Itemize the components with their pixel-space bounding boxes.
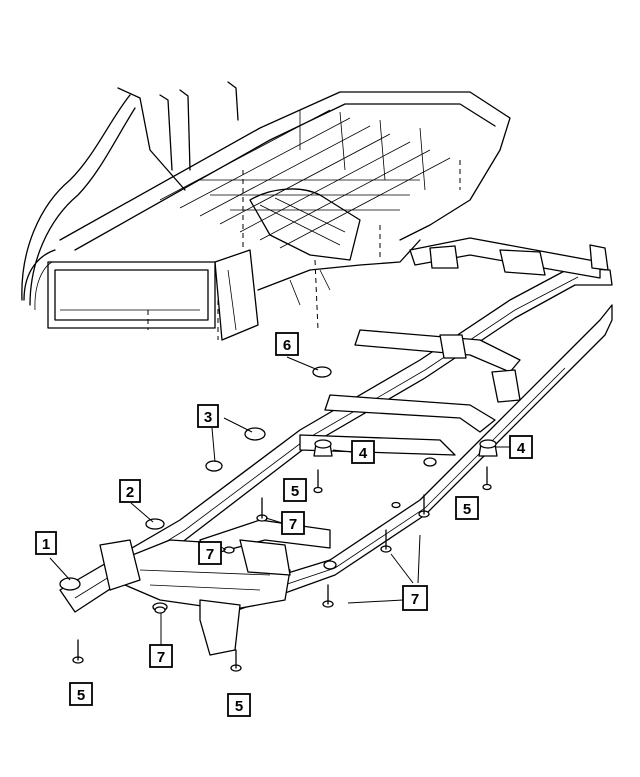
- leader-lines: [49, 356, 510, 646]
- callout-7d-label: 7: [411, 591, 419, 608]
- callout-3-label: 3: [204, 409, 212, 426]
- callout-5c: 5: [69, 682, 93, 706]
- callout-5c-label: 5: [77, 687, 85, 704]
- callout-3: 3: [197, 404, 219, 428]
- callout-7d: 7: [402, 585, 428, 611]
- callout-2-label: 2: [126, 484, 134, 501]
- callout-5d-label: 5: [235, 698, 243, 715]
- callout-4a-label: 4: [359, 445, 368, 462]
- callout-6: 6: [275, 332, 299, 356]
- vehicle-body-illustration: [21, 81, 511, 341]
- callout-5b: 5: [455, 496, 479, 520]
- frame-chassis-illustration: [59, 237, 613, 656]
- callout-7c-label: 7: [157, 649, 165, 666]
- callout-7c: 7: [149, 644, 173, 668]
- callout-5a: 5: [283, 478, 307, 502]
- callout-7b: 7: [198, 541, 222, 565]
- callout-1: 1: [35, 531, 57, 555]
- callout-7a-label: 7: [289, 516, 297, 533]
- callout-5d: 5: [227, 693, 251, 717]
- callout-2: 2: [119, 479, 141, 503]
- callout-6-label: 6: [283, 337, 291, 354]
- callout-5a-label: 5: [291, 483, 299, 500]
- callout-4a: 4: [351, 440, 375, 464]
- callout-4b: 4: [509, 435, 533, 459]
- callout-4b-label: 4: [517, 440, 526, 457]
- callout-7a: 7: [281, 511, 305, 535]
- callout-1-label: 1: [42, 536, 50, 553]
- callout-5b-label: 5: [463, 501, 471, 518]
- callout-7b-label: 7: [206, 546, 214, 563]
